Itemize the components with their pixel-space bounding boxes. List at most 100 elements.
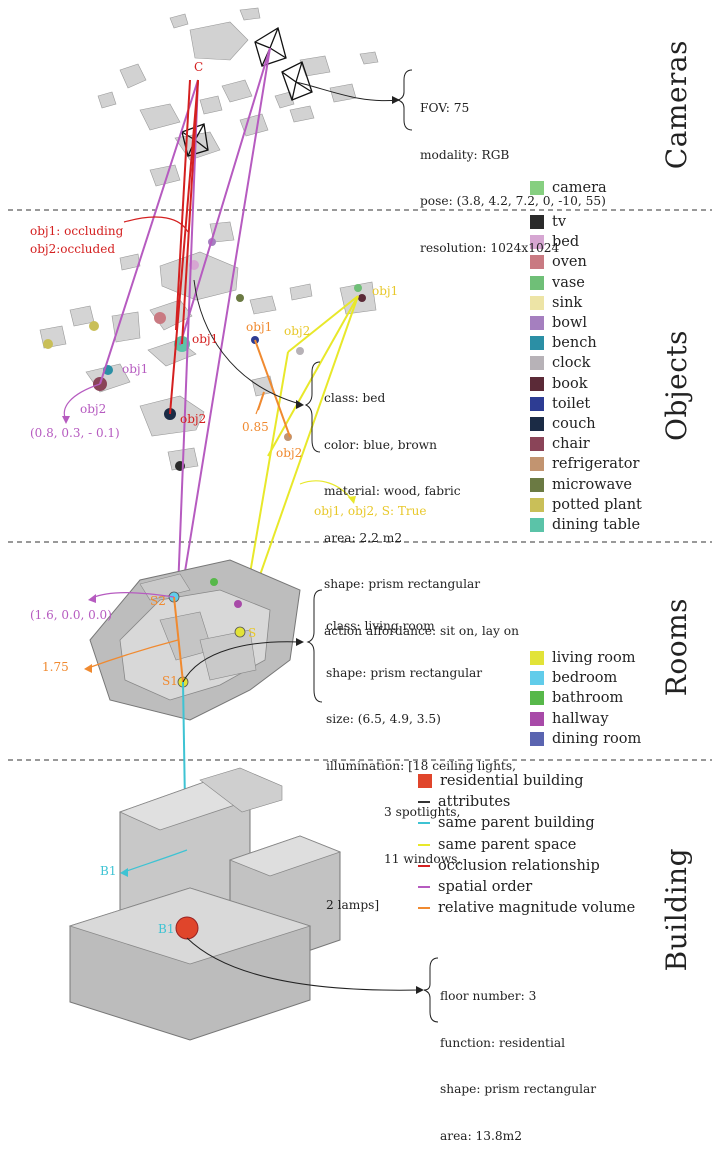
same-space-arrow [299, 480, 353, 501]
object-legend-item: book [530, 374, 642, 394]
room-legend-item: living room [530, 648, 641, 668]
building-info-brace [423, 957, 439, 1023]
building-function: function: residential [440, 1035, 566, 1050]
camera-info: FOV: 75 modality: RGB pose: (3.8, 4.2, 7… [420, 70, 606, 272]
red-obj1-label: obj1 [192, 332, 219, 346]
object-legend-label: vase [552, 274, 585, 291]
object-legend-label: sink [552, 294, 583, 311]
room-legend-swatch [530, 711, 544, 726]
room-legend-label: hallway [552, 710, 609, 727]
relation-legend-swatch [418, 886, 430, 889]
relation-legend-label: same parent building [438, 815, 595, 832]
object-legend-swatch [530, 336, 544, 351]
object-legend-label: oven [552, 254, 587, 271]
object-info-brace [304, 361, 321, 453]
red-obj2-label: obj2 [180, 412, 207, 426]
relation-legend-label: attributes [438, 793, 511, 810]
object-legend-label: chair [552, 436, 590, 453]
object-affordance: action affordance: sit on, lay on [324, 623, 519, 638]
yellow-obj2-label: obj2 [284, 324, 311, 338]
object-shape: shape: prism rectangular [324, 577, 481, 591]
relation-line-legend: attributes same parent building same paren… [418, 791, 635, 919]
object-info: class: bed color: blue, brown material: … [324, 360, 519, 655]
room-attribute-arrowhead [296, 638, 304, 646]
relation-lines [99, 47, 359, 633]
room-legend-label: bathroom [552, 690, 624, 707]
object-legend-item: sink [530, 293, 642, 313]
relation-legend-swatch [418, 800, 430, 803]
relation-legend-item: same parent space [418, 834, 635, 855]
object-legend-item: toilet [530, 394, 642, 414]
object-legend-label: bed [552, 234, 580, 251]
relation-legend-item: attributes [418, 791, 635, 812]
object-legend-item: clock [530, 353, 642, 373]
camera-label-c: C [194, 60, 204, 74]
room-legend-label: bedroom [552, 670, 618, 687]
building-b1-node-label: B1 [158, 922, 175, 936]
object-legend-label: refrigerator [552, 456, 640, 473]
room-legend-label: dining room [552, 730, 642, 747]
object-legend-label: potted plant [552, 496, 642, 513]
object-legend-swatch [530, 215, 544, 230]
object-oven [154, 312, 166, 324]
building-label-arrow [123, 849, 188, 873]
room-legend-item: bedroom [530, 668, 641, 688]
layer-title-cameras: Cameras [660, 40, 693, 170]
occlusion-arrow [123, 216, 189, 233]
same-space-arrowhead [348, 496, 356, 504]
layer-title-rooms: Rooms [660, 598, 693, 697]
room-legend-label: living room [552, 650, 636, 667]
purple-coord-label: (0.8, 0.3, - 0.1) [30, 426, 120, 440]
yellow-obj1-label: obj1 [372, 284, 399, 298]
layer-title-objects: Objects [660, 330, 693, 441]
camera-info-brace [396, 69, 413, 131]
object-legend-swatch [530, 356, 544, 371]
relation-legend-swatch [418, 822, 430, 825]
camera-resolution: resolution: 1024x1024 [420, 240, 560, 255]
object-material: material: wood, fabric [324, 484, 461, 498]
object-vase [354, 284, 362, 292]
relation-legend-swatch [418, 864, 430, 867]
object-legend-item: potted plant [530, 495, 642, 515]
legend-item-residential-building: residential building [418, 770, 635, 791]
relation-legend-item: relative magnitude volume [418, 898, 635, 919]
camera-fov: FOV: 75 [420, 101, 470, 115]
camera-scan-fragments [97, 7, 379, 187]
room-shape: shape: prism rectangular [326, 665, 483, 680]
relation-legend-label: occlusion relationship [438, 857, 600, 874]
building-legend: residential building attributes same pare… [418, 770, 635, 919]
room-legend-swatch [530, 671, 544, 686]
object-potted-plant-2 [43, 339, 53, 349]
building-label-arrowhead [120, 868, 128, 877]
relation-legend-item: same parent building [418, 813, 635, 834]
building-shape: shape: prism rectangular [440, 1082, 597, 1096]
object-legend-label: microwave [552, 476, 632, 493]
room-legend-item: dining room [530, 729, 641, 749]
room-node-s [234, 626, 246, 638]
building-attribute-arrowhead [416, 986, 424, 994]
relation-legend-label: same parent space [438, 836, 577, 853]
camera-modality: modality: RGB [420, 147, 510, 162]
object-legend-item: microwave [530, 474, 642, 494]
object-legend-item: oven [530, 252, 642, 272]
room-magnitude-arrow [87, 639, 179, 669]
magnitude-arrow [255, 391, 265, 415]
room-magnitude-line [173, 596, 184, 683]
orange-obj1-label: obj1 [246, 320, 273, 334]
legend-label-camera: camera [552, 180, 607, 197]
object-attribute-leader [193, 279, 301, 405]
room-s2-label: S2 [150, 594, 166, 608]
orange-obj2-label: obj2 [276, 446, 303, 460]
object-legend-item: dining table [530, 515, 642, 535]
room-legend-item: bathroom [530, 688, 641, 708]
room-size: size: (6.5, 4.9, 3.5) [326, 712, 441, 726]
relation-legend-swatch [418, 907, 430, 910]
camera-pose: pose: (3.8, 4.2, 7.2, 0, -10, 55) [420, 194, 606, 208]
room-class: class: living room [326, 619, 435, 633]
object-legend-label: dining table [552, 516, 641, 533]
scene-diagram [8, 7, 712, 1041]
layer-title-building: Building [660, 848, 693, 972]
object-legend-swatch [530, 437, 544, 452]
room-legend-item: hallway [530, 709, 641, 729]
